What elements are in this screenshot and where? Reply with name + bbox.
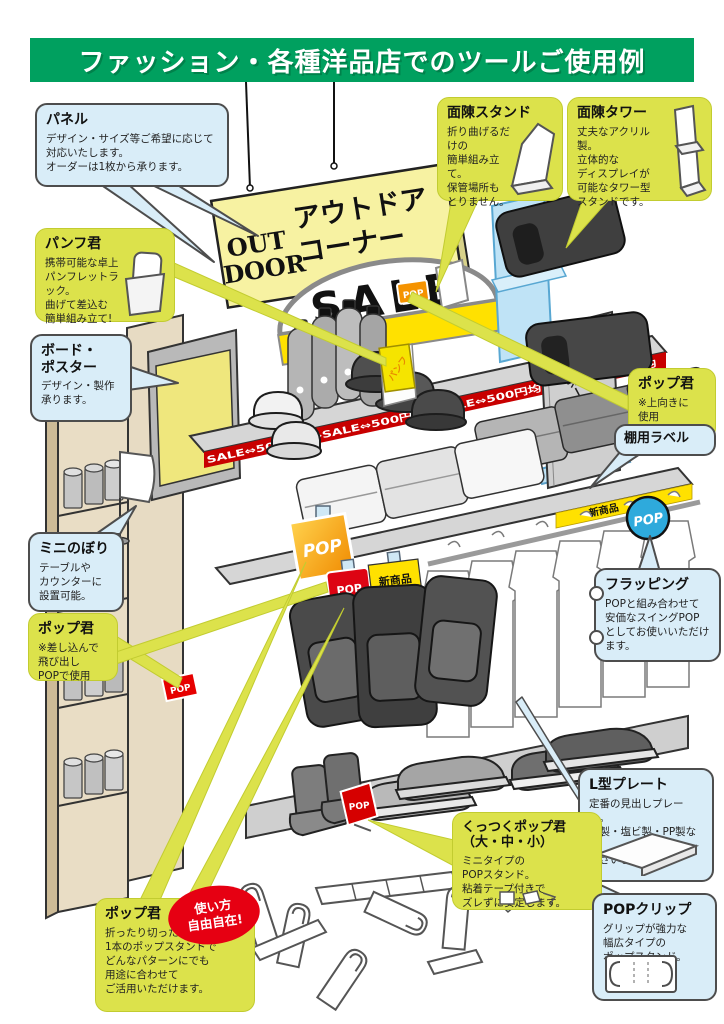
orange-pop-sign: POP <box>287 505 357 583</box>
backpacks <box>288 575 498 729</box>
swing-pop-circle: POP <box>625 495 671 541</box>
callout-pop-clip: POPクリップ グリップが強力な 幅広タイプの ポップスタンド。 <box>592 893 717 1001</box>
callout-panel: パネル デザイン・サイズ等ご希望に応じて 対応いたします。 オーダーは1枚から承… <box>35 103 229 187</box>
callout-panel-body: デザイン・サイズ等ご希望に応じて 対応いたします。 オーダーは1枚から承ります。 <box>46 132 214 173</box>
swing-hook-icon <box>589 630 604 645</box>
new-item-strip <box>555 483 693 529</box>
swing-hook-icon <box>589 586 604 601</box>
connector-beams-green <box>115 195 629 901</box>
callout-pop-kun-left: ポップ君 ※差し込んで 飛び出し POPで使用 <box>28 613 118 682</box>
callout-shelf-label: 棚用ラベル <box>614 424 716 456</box>
connector-tails-blue <box>95 183 661 913</box>
callout-pamph-kun: パンフ君 携帯可能な卓上 パンフレットラック。 曲げて差込む 簡単組み立て! <box>35 228 175 325</box>
callout-kuttsuku-pop: くっつくポップ君 （大・中・小） ミニタイプの POPスタンド。 粘着テープ付き… <box>452 812 602 910</box>
svg-text:POP: POP <box>632 510 665 530</box>
pamphlet-rack-illustration <box>124 251 166 317</box>
tower-illustration <box>673 104 707 198</box>
page-title: ファッション・各種洋品店でのツールご使用例 <box>78 47 646 78</box>
callout-flapping: フラッピング POPと組み合わせて 安価なスイングPOP としてお使いいただけ … <box>594 568 721 662</box>
mini-pop-icons <box>499 890 557 905</box>
callout-mini-nobori: ミニのぼり テーブルや カウンターに 設置可能。 <box>28 532 124 612</box>
callout-panel-title: パネル <box>46 112 88 128</box>
page-title-banner: ファッション・各種洋品店でのツールご使用例 <box>30 38 694 82</box>
poster-boards <box>146 328 242 502</box>
folded-shirts-middle <box>295 428 545 537</box>
sign-hanging-wires <box>245 81 338 192</box>
callout-board-poster: ボード・ ポスター デザイン・製作 承ります。 <box>30 334 132 422</box>
svg-text:POP: POP <box>348 801 370 813</box>
stand-illustration <box>510 122 556 196</box>
callout-menchin-tower: 面陳タワー 丈夫なアクリル製。 立体的な ディスプレイが 可能なタワー型 スタン… <box>567 97 712 208</box>
l-plate-illustration <box>594 832 700 876</box>
paper-pop-stands <box>237 870 484 1011</box>
pamphlet-rack: パンフ <box>378 343 417 407</box>
shoe-pop-stand: POP <box>339 781 379 832</box>
callout-menchin-stand: 面陳スタンド 折り曲げるだけの 簡単組み立て。 保管場所も とりません。 <box>437 97 563 208</box>
pop-clip-illustration <box>605 955 677 993</box>
